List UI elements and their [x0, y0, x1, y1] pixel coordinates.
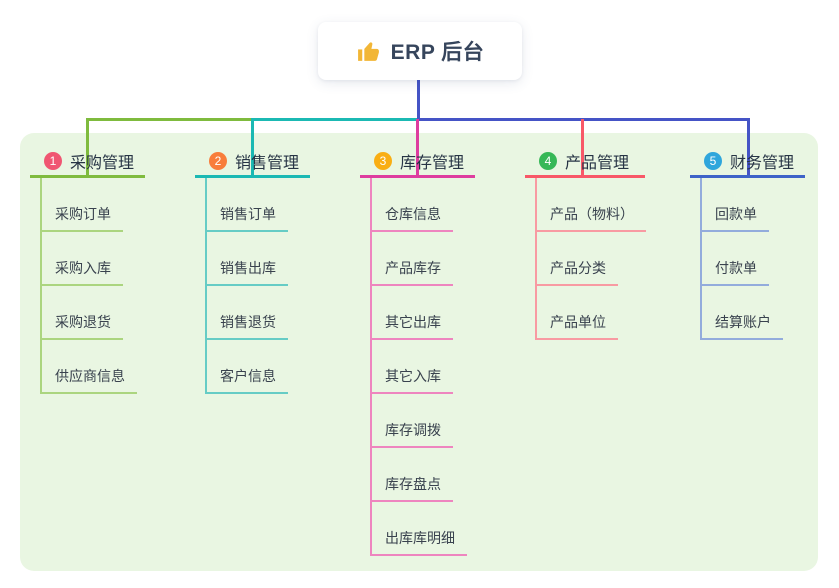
branch-spine-line [205, 178, 207, 394]
connector-horizontal-purchase [86, 118, 253, 121]
child-node[interactable]: 其它出库 [370, 286, 453, 340]
child-node-label: 回款单 [715, 206, 757, 222]
child-node[interactable]: 回款单 [700, 178, 769, 232]
branch-product: 4 产品管理 产品（物料） 产品分类 产品单位 [525, 146, 646, 340]
child-node[interactable]: 产品库存 [370, 232, 453, 286]
branch-sales-node[interactable]: 2 销售管理 [195, 146, 310, 178]
child-node[interactable]: 结算账户 [700, 286, 783, 340]
root-connector-line [417, 80, 420, 121]
child-node[interactable]: 销售订单 [205, 178, 288, 232]
root-node-title: ERP 后台 [390, 41, 485, 64]
branch-finance-node[interactable]: 5 财务管理 [690, 146, 805, 178]
child-node[interactable]: 供应商信息 [40, 340, 137, 394]
child-node-label: 采购入库 [55, 260, 111, 276]
child-node[interactable]: 销售出库 [205, 232, 288, 286]
child-node-label: 销售订单 [220, 206, 276, 222]
branch-title: 销售管理 [235, 154, 300, 172]
child-node[interactable]: 采购订单 [40, 178, 123, 232]
branch-purchase-node[interactable]: 1 采购管理 [30, 146, 145, 178]
child-node-label: 产品分类 [550, 260, 606, 276]
connector-drop-inventory [416, 119, 419, 177]
child-node-label: 付款单 [715, 260, 757, 276]
child-node-label: 结算账户 [715, 314, 771, 330]
root-node[interactable]: ERP 后台 [318, 22, 522, 80]
branch-number-badge: 1 [44, 151, 62, 170]
child-node[interactable]: 产品（物料） [535, 178, 646, 232]
branch-number-badge: 5 [704, 151, 722, 170]
child-node-label: 客户信息 [220, 368, 276, 384]
child-node-label: 销售退货 [220, 314, 276, 330]
child-node-label: 库存盘点 [385, 476, 441, 492]
child-node[interactable]: 库存调拨 [370, 394, 453, 448]
child-node-label: 其它出库 [385, 314, 441, 330]
branch-product-node[interactable]: 4 产品管理 [525, 146, 645, 178]
child-node-label: 采购订单 [55, 206, 111, 222]
connector-drop-sales [251, 119, 254, 177]
child-node[interactable]: 其它入库 [370, 340, 453, 394]
branch-number-badge: 4 [539, 151, 557, 170]
branch-number-badge: 2 [209, 151, 227, 170]
child-node-label: 出库库明细 [385, 530, 455, 546]
child-node[interactable]: 采购退货 [40, 286, 123, 340]
child-node[interactable]: 库存盘点 [370, 448, 453, 502]
child-node[interactable]: 客户信息 [205, 340, 288, 394]
child-node-label: 产品库存 [385, 260, 441, 276]
child-node-label: 库存调拨 [385, 422, 441, 438]
child-node[interactable]: 付款单 [700, 232, 769, 286]
child-node-label: 采购退货 [55, 314, 111, 330]
child-node-label: 供应商信息 [55, 368, 125, 384]
branch-title: 采购管理 [70, 154, 135, 172]
branch-finance: 5 财务管理 回款单 付款单 结算账户 [690, 146, 805, 340]
branch-inventory-node[interactable]: 3 库存管理 [360, 146, 475, 178]
branch-spine-line [535, 178, 537, 340]
child-node[interactable]: 产品单位 [535, 286, 618, 340]
branch-title: 产品管理 [565, 154, 630, 172]
mindmap-background-panel [20, 133, 818, 571]
child-node-label: 销售出库 [220, 260, 276, 276]
branch-number-badge: 3 [374, 151, 392, 170]
child-node-label: 产品（物料） [550, 206, 634, 222]
connector-drop-product [581, 119, 584, 177]
branch-title: 财务管理 [730, 154, 795, 172]
child-node[interactable]: 采购入库 [40, 232, 123, 286]
thumbs-up-icon [356, 39, 381, 64]
connector-drop-finance [747, 119, 750, 177]
child-node-label: 产品单位 [550, 314, 606, 330]
child-node-label: 仓库信息 [385, 206, 441, 222]
branch-spine-line [700, 178, 702, 340]
branch-inventory: 3 库存管理 仓库信息 产品库存 其它出库 其它入库 库存调拨 库存盘点 出库库… [360, 146, 475, 556]
child-node[interactable]: 仓库信息 [370, 178, 453, 232]
child-node[interactable]: 销售退货 [205, 286, 288, 340]
child-node[interactable]: 产品分类 [535, 232, 618, 286]
child-node[interactable]: 出库库明细 [370, 502, 467, 556]
branch-sales: 2 销售管理 销售订单 销售出库 销售退货 客户信息 [195, 146, 310, 394]
child-node-label: 其它入库 [385, 368, 441, 384]
branch-spine-line [370, 178, 372, 556]
branch-purchase: 1 采购管理 采购订单 采购入库 采购退货 供应商信息 [30, 146, 145, 394]
branch-title: 库存管理 [400, 154, 465, 172]
branch-spine-line [40, 178, 42, 394]
connector-horizontal-sales [251, 118, 420, 121]
connector-drop-purchase [86, 119, 89, 177]
